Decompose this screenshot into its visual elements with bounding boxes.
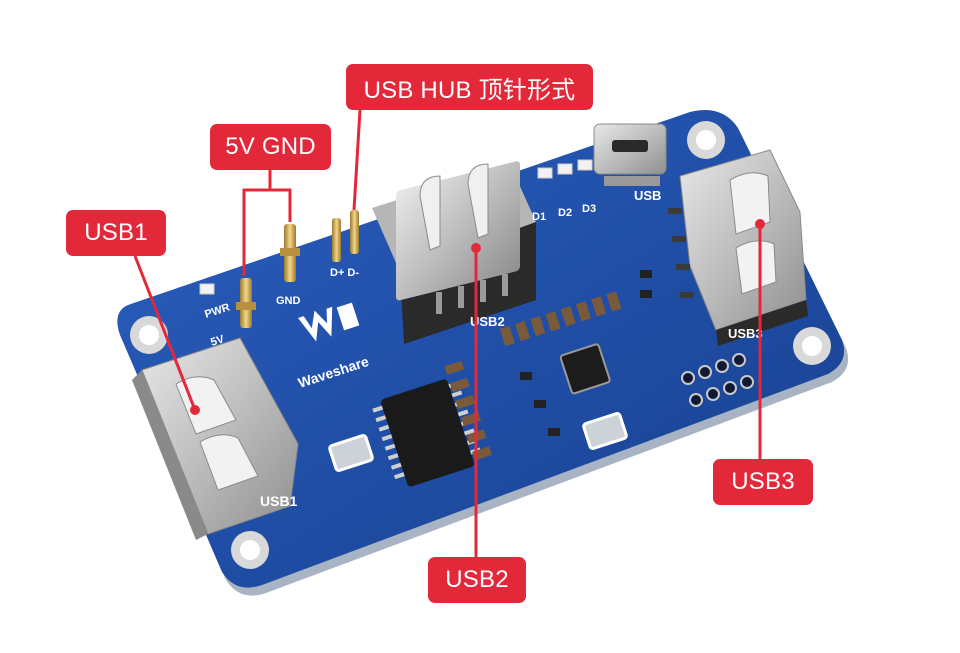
callout-usb-hub-pogo: USB HUB 顶针形式: [346, 64, 593, 110]
leader-5v-gnd: [242, 170, 272, 276]
silk-d3: D3: [582, 203, 596, 215]
crystal-left: [328, 434, 374, 472]
usb1-port: [132, 337, 299, 540]
silk-data: D+ D-: [330, 267, 359, 279]
callout-usb1: USB1: [66, 210, 166, 256]
silk-usb2: USB2: [470, 314, 505, 329]
leader-lines: [133, 109, 762, 557]
silk-5v: 5V: [209, 333, 226, 349]
pcb-board: [117, 110, 845, 588]
callout-usb3: USB3: [713, 459, 813, 505]
qfn-chip: [559, 343, 611, 395]
silk-gnd: GND: [276, 295, 301, 307]
gpio-holes: [681, 353, 754, 407]
callout-5v-gnd: 5V GND: [210, 124, 331, 170]
mounting-holes: [130, 121, 831, 569]
crystal-right: [582, 412, 628, 450]
pogo-pins: [236, 210, 359, 328]
silk-usb: USB: [634, 188, 661, 203]
silk-usb1: USB1: [260, 493, 298, 509]
leader-dots: [190, 219, 765, 415]
micro-usb-port: [593, 123, 667, 186]
silk-usb3: USB3: [728, 326, 763, 341]
usb3-port: [668, 149, 808, 346]
leader-hub: [352, 109, 362, 211]
callout-usb2: USB2: [428, 557, 526, 603]
waveshare-logo: [298, 302, 360, 342]
pin-dplus: [332, 218, 341, 262]
silk-d1: D1: [532, 211, 546, 223]
leader-gnd: [270, 188, 292, 222]
usb2-port: [372, 161, 536, 344]
status-leds: [199, 159, 593, 295]
leader-usb1: [133, 255, 197, 411]
pin-dminus: [350, 210, 359, 254]
silk-d2: D2: [558, 207, 572, 219]
